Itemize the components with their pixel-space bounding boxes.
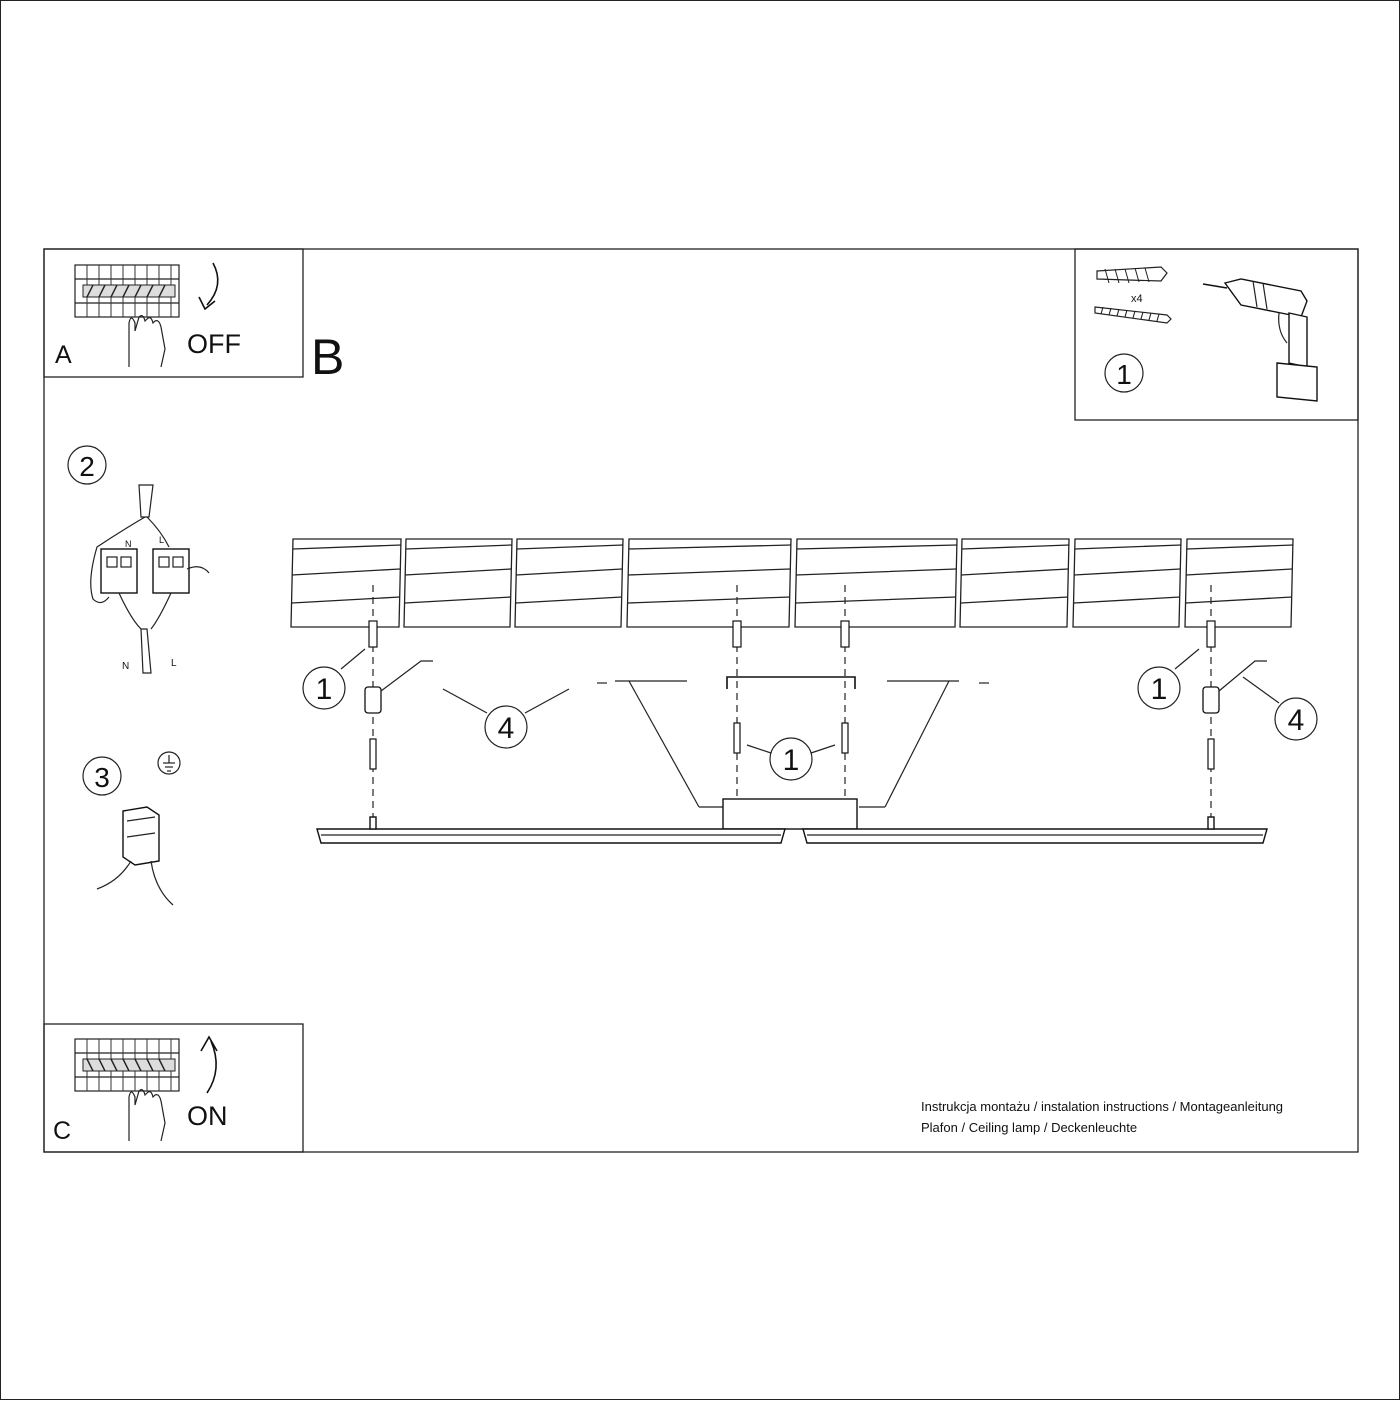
circuit-breaker-icon <box>74 1038 180 1092</box>
wiring-step-number: 2 <box>79 451 95 482</box>
callout-right-anchor: 1 <box>1151 673 1168 706</box>
anchors <box>364 585 1267 827</box>
arrow-down-icon <box>198 262 219 311</box>
panel-c-letter: C <box>53 1117 71 1145</box>
footer-line-1: Instrukcja montażu / instalation instruc… <box>921 1099 1283 1114</box>
wiring-n-bottom: N <box>122 661 129 672</box>
ground-step: 3 <box>82 751 181 906</box>
wiring-n-top: N <box>125 539 132 549</box>
mounting-bracket <box>364 686 1220 714</box>
callouts: 1 4 1 1 4 <box>302 648 1318 781</box>
panel-c: C ON <box>43 1023 304 1153</box>
wall-plug-icon <box>1096 266 1168 284</box>
wiring-l-bottom: L <box>171 658 177 669</box>
panel-c-action: ON <box>187 1101 228 1131</box>
callout-right-cover: 4 <box>1288 704 1305 737</box>
terminal-block-icon <box>100 548 190 594</box>
panel-a: A OFF <box>43 248 304 378</box>
arrow-up-icon <box>200 1035 218 1094</box>
hand-icon <box>128 1089 166 1142</box>
panel-a-letter: A <box>55 341 72 369</box>
callout-center-anchor: 1 <box>783 744 800 777</box>
wiring-step: 2 N L N L <box>67 445 210 674</box>
screw-icon <box>369 722 1215 770</box>
ceiling <box>290 538 1294 628</box>
tools-step-number: 1 <box>1116 359 1132 390</box>
hand-icon <box>128 315 166 368</box>
circuit-breaker-icon <box>74 264 180 318</box>
drill-icon <box>1202 278 1318 402</box>
panel-b-letter: B <box>311 329 344 385</box>
wall-plug-icon <box>368 620 1216 648</box>
ground-step-number: 3 <box>94 762 110 793</box>
tools-panel: x4 1 <box>1074 248 1359 421</box>
wiring-l-top: L <box>159 535 164 545</box>
ground-symbol-icon <box>157 751 181 775</box>
center-bracket <box>597 676 989 808</box>
hardware-quantity: x4 <box>1131 293 1143 305</box>
main-frame <box>43 248 1359 1153</box>
ceiling-lamp <box>316 798 1268 844</box>
panel-a-action: OFF <box>187 329 241 359</box>
screw-icon <box>1094 306 1172 324</box>
footer-line-2: Plafon / Ceiling lamp / Deckenleuchte <box>921 1120 1137 1135</box>
callout-left-cover: 4 <box>498 712 515 745</box>
callout-left-anchor: 1 <box>316 673 333 706</box>
